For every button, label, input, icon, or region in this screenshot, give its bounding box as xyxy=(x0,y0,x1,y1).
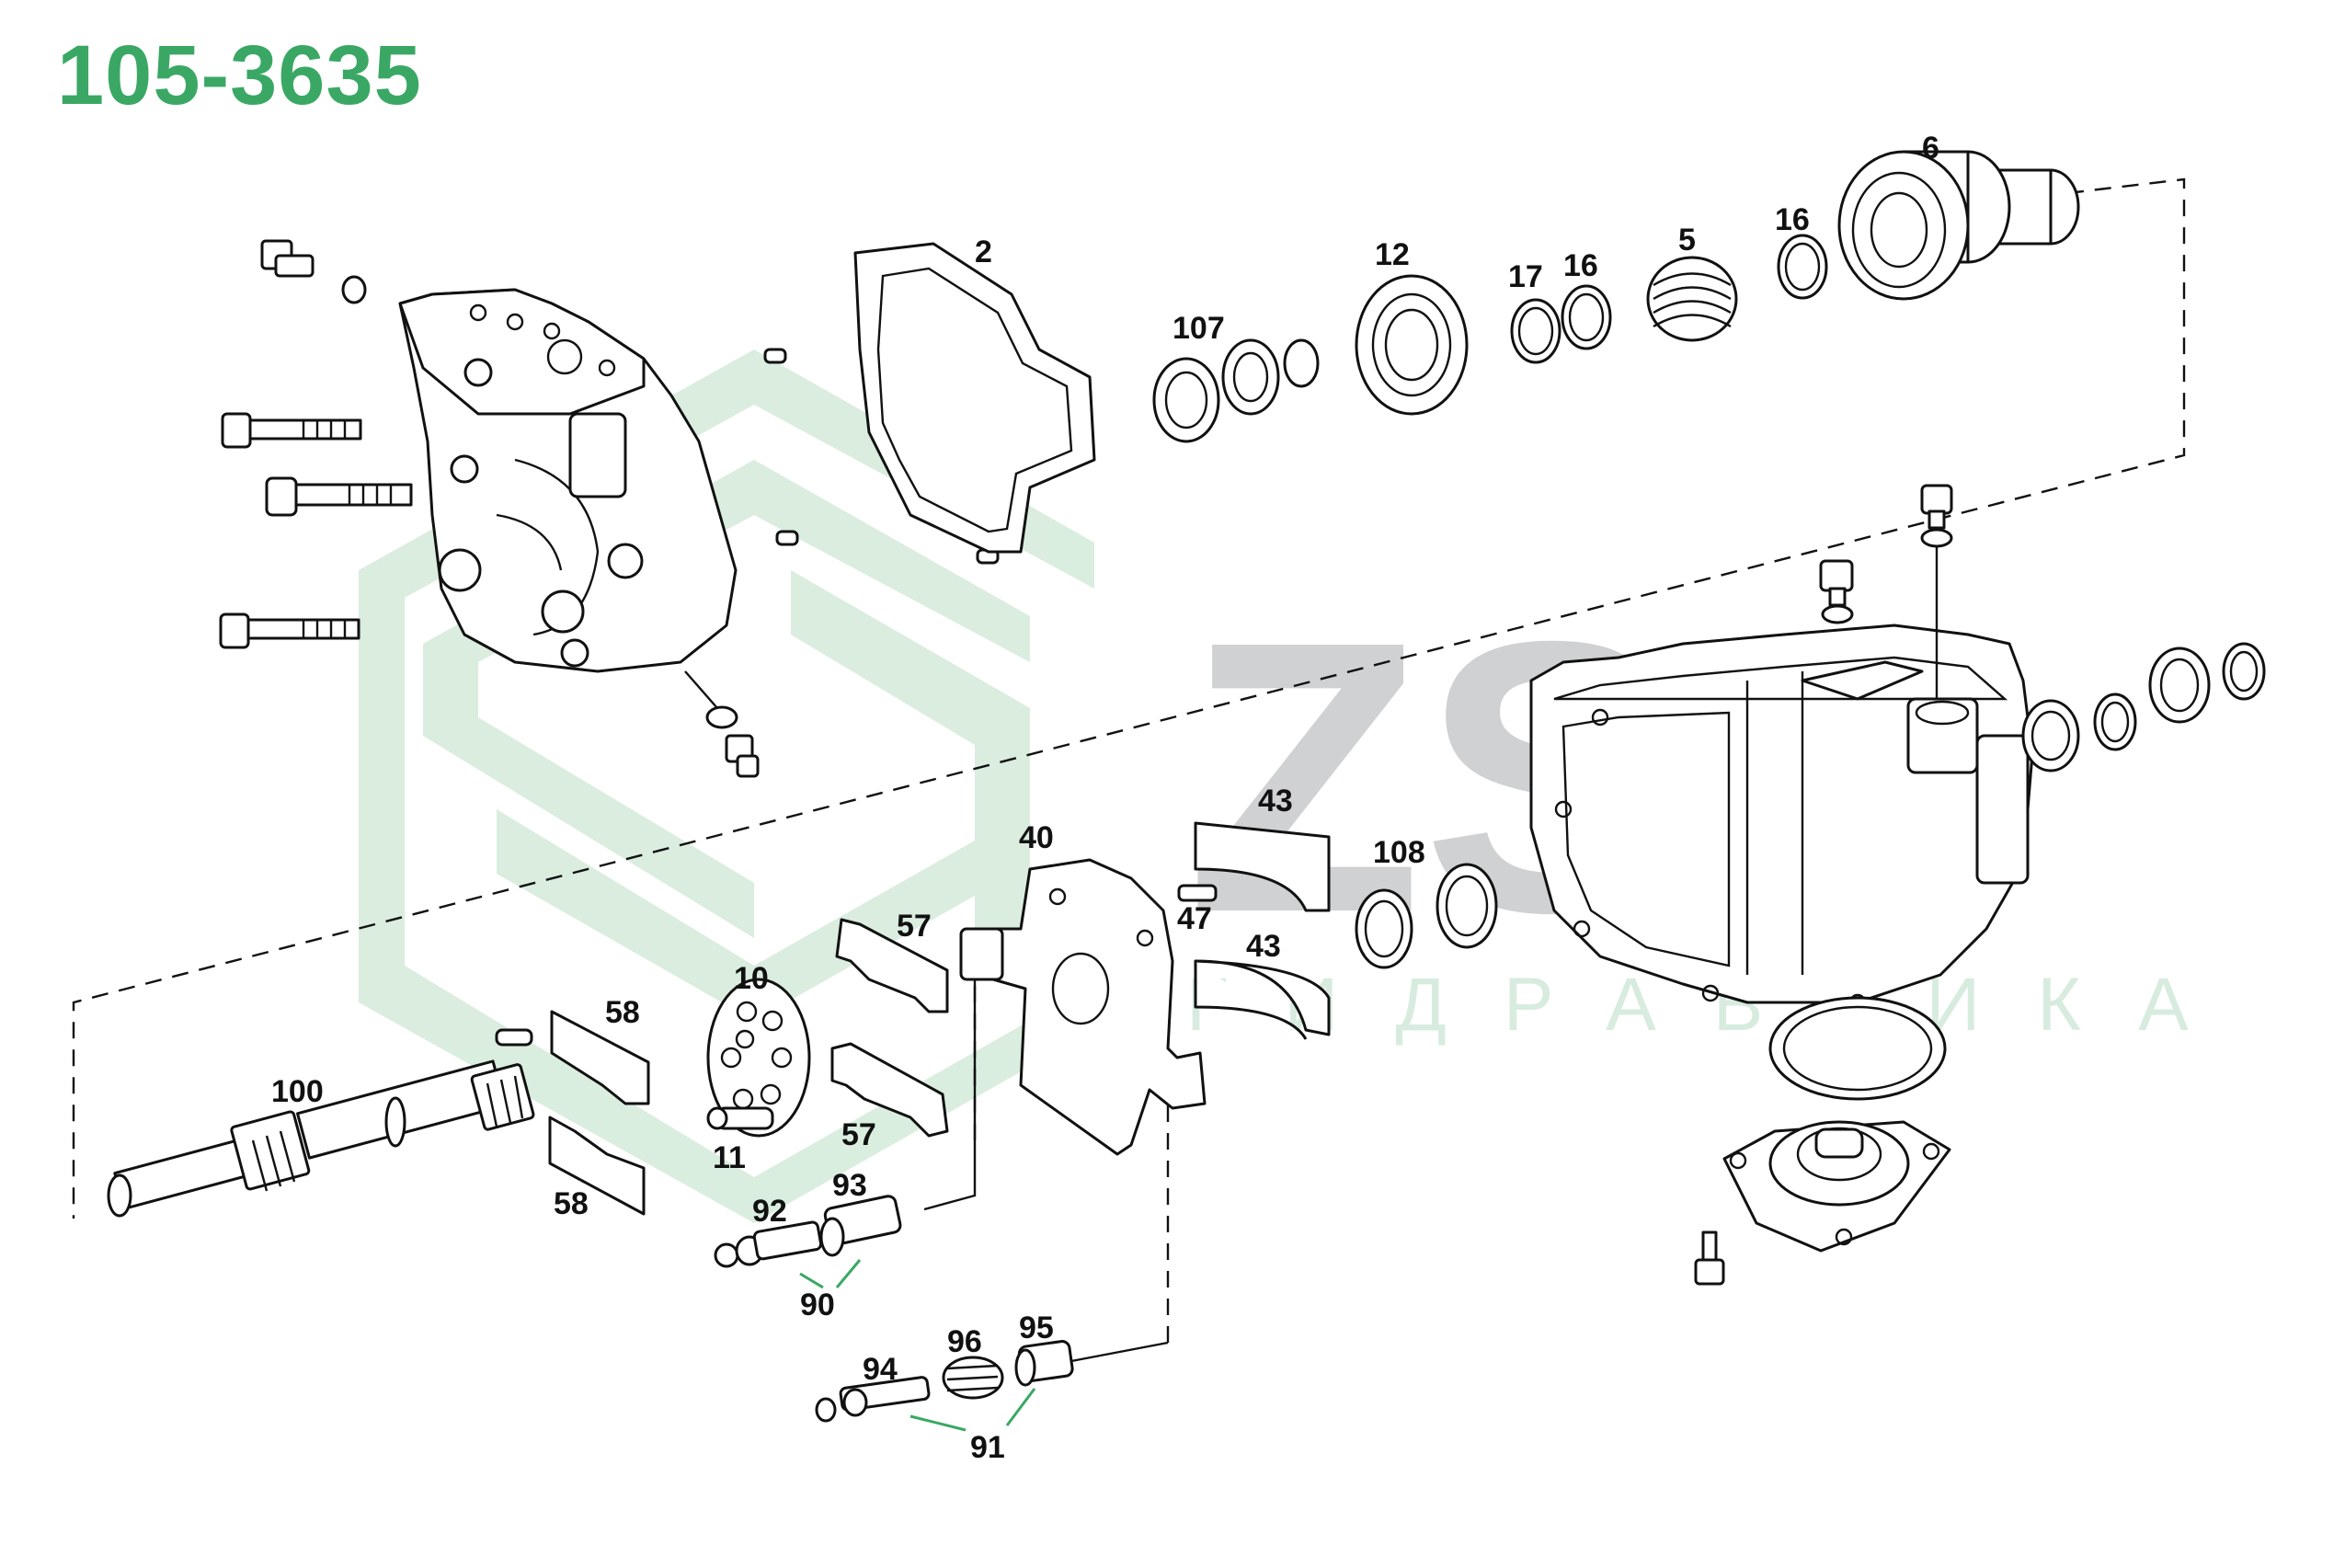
callout-96: 96 xyxy=(947,1324,982,1359)
side-bushing-b xyxy=(2148,647,2211,724)
housing-bolt-3 xyxy=(219,612,360,649)
half-bearing-43-upper xyxy=(1194,821,1331,912)
plate-58-lower xyxy=(548,1116,646,1216)
callout-58-lower: 58 xyxy=(554,1186,589,1221)
bearing-12 xyxy=(1355,274,1469,416)
leader-40-93 xyxy=(923,979,977,1211)
callout-94: 94 xyxy=(863,1352,898,1387)
callout-47: 47 xyxy=(1177,901,1212,936)
callout-10: 10 xyxy=(734,961,769,996)
housing-bolt-1 xyxy=(221,412,362,449)
bearing-107 xyxy=(1152,338,1320,443)
ring-16-b xyxy=(1777,234,1828,300)
plate-57-lower xyxy=(830,1042,949,1138)
callout-57-upper: 57 xyxy=(897,909,932,944)
callout-16-a: 16 xyxy=(1563,248,1598,283)
callout-107: 107 xyxy=(1172,311,1225,346)
housing-top-bolt-2 xyxy=(1920,484,1953,699)
snap-ring-17 xyxy=(1510,298,1561,364)
plate-57-upper xyxy=(835,918,949,1013)
plate-58-upper xyxy=(550,1010,650,1105)
valve-plate-10 xyxy=(706,978,811,1138)
callout-43-lower: 43 xyxy=(1246,929,1281,964)
callout-100: 100 xyxy=(271,1074,324,1109)
main-housing xyxy=(1529,624,2034,1012)
shaft-100 xyxy=(107,1059,535,1218)
diagram-title: 105-3635 xyxy=(57,29,422,122)
small-screw-58 xyxy=(495,1028,533,1047)
cover-o-ring xyxy=(1768,996,1947,1101)
gasket-2 xyxy=(853,242,1096,554)
callout-5: 5 xyxy=(1678,223,1696,258)
side-snap-ring-b xyxy=(2222,642,2266,701)
pin-11 xyxy=(706,1106,774,1130)
callout-40: 40 xyxy=(1019,820,1054,855)
bearing-108 xyxy=(1355,863,1498,969)
side-bushing-a xyxy=(2021,699,2080,773)
callout-93: 93 xyxy=(832,1168,867,1203)
piston-6 xyxy=(1837,150,2080,301)
half-bearing-43-lower xyxy=(1194,959,1331,1040)
assembly-line-upper xyxy=(72,177,2186,1219)
callout-58-upper: 58 xyxy=(605,995,640,1030)
housing-bolt-2 xyxy=(265,476,413,517)
callout-43-upper: 43 xyxy=(1258,784,1293,818)
top-plug xyxy=(260,239,367,304)
spring-96 xyxy=(942,1356,1004,1400)
leader-91 xyxy=(909,1388,1036,1432)
callout-57-lower: 57 xyxy=(841,1117,876,1152)
drain-plug xyxy=(684,670,760,778)
screw-47 xyxy=(1177,884,1218,902)
callout-11: 11 xyxy=(713,1140,746,1175)
swash-plate-40 xyxy=(959,858,1207,1156)
callout-17: 17 xyxy=(1508,259,1543,294)
cover-screw xyxy=(1694,1230,1725,1286)
ring-16-a xyxy=(1561,284,1612,350)
valve-95 xyxy=(1014,1340,1074,1387)
callout-91: 91 xyxy=(970,1430,1005,1465)
callout-90: 90 xyxy=(800,1288,835,1322)
callout-92: 92 xyxy=(752,1194,787,1229)
valve-94 xyxy=(815,1376,931,1423)
callout-12: 12 xyxy=(1375,237,1410,272)
dowel-pins xyxy=(763,348,1000,565)
callout-108: 108 xyxy=(1373,835,1425,870)
callout-labels: 2 6 12 107 17 16 5 16 43 40 108 47 43 57… xyxy=(271,131,1939,1465)
valve-92 xyxy=(714,1220,823,1268)
callout-6: 6 xyxy=(1922,131,1939,166)
callout-16-b: 16 xyxy=(1775,202,1810,237)
spring-5 xyxy=(1646,256,1738,342)
pump-housing xyxy=(398,288,738,673)
side-snap-ring-a xyxy=(2093,692,2137,751)
housing-top-bolt-1 xyxy=(1819,559,1854,624)
leader-95-line xyxy=(1070,1341,1169,1363)
callout-95: 95 xyxy=(1019,1310,1054,1345)
end-cover xyxy=(1722,1120,1951,1253)
leader-90 xyxy=(799,1259,862,1289)
valve-93 xyxy=(819,1195,902,1257)
callout-2: 2 xyxy=(975,235,992,269)
